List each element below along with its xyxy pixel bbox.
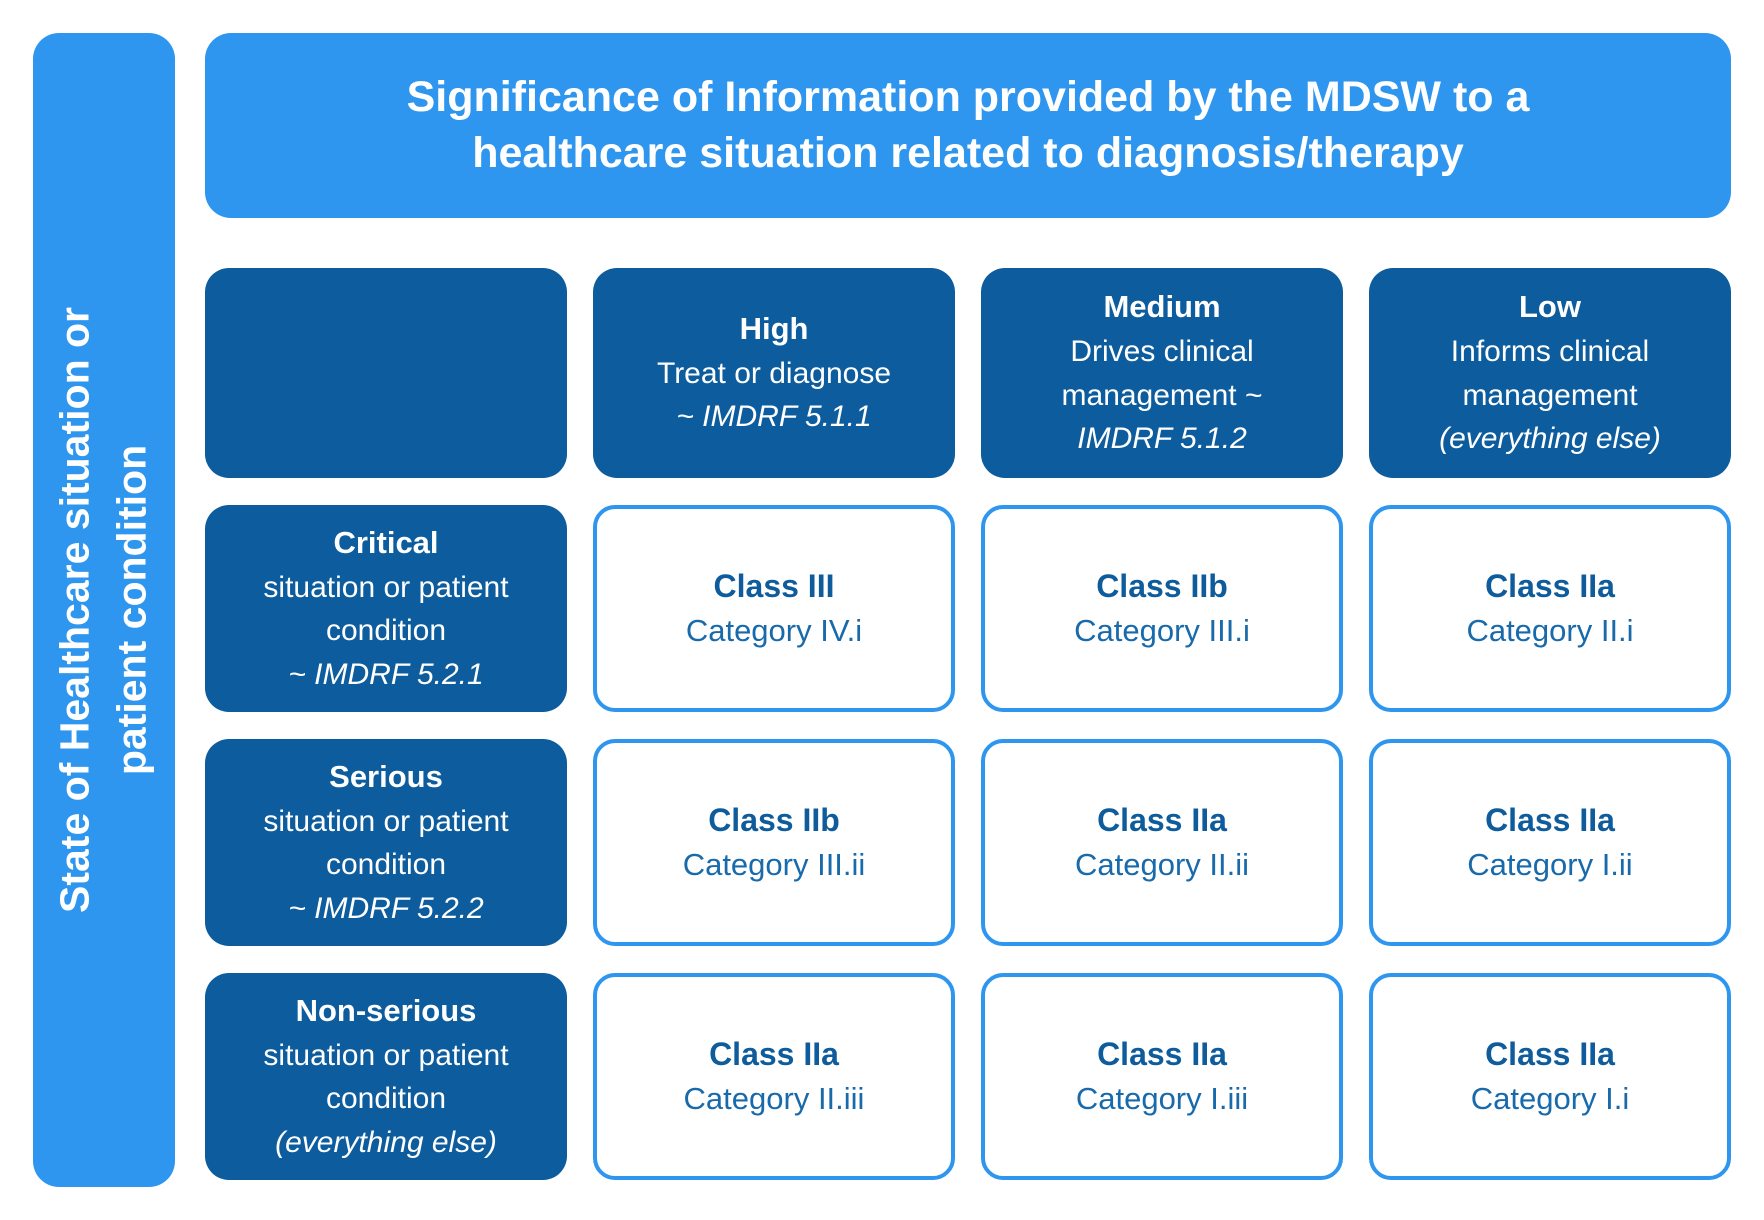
corner-cell (205, 268, 567, 478)
column-header-high: High Treat or diagnose ~ IMDRF 5.1.1 (593, 268, 955, 478)
column-title: Medium (1103, 289, 1221, 325)
category-label: Category I.iii (1075, 1081, 1249, 1117)
column-header-low: Low Informs clinical management (everyth… (1369, 268, 1731, 478)
left-axis-label-line2: patient condition (109, 444, 155, 776)
class-label: Class IIb (1096, 567, 1228, 604)
category-label: Category I.ii (1467, 847, 1633, 883)
column-note: IMDRF 5.1.2 (1077, 422, 1247, 456)
row-subtitle: situation or patient condition (263, 570, 509, 648)
category-label: Category IV.i (685, 613, 863, 649)
column-subtitle: Drives clinical management ~ (1061, 335, 1263, 412)
row-note: ~ IMDRF 5.2.1 (288, 657, 484, 691)
matrix-cell-nonserious-low: Class IIa Category I.i (1369, 973, 1731, 1180)
category-label: Category I.i (1470, 1081, 1630, 1117)
row-subtitle: situation or patient condition (263, 804, 509, 882)
class-label: Class IIa (1097, 1035, 1227, 1072)
row-subtitle: situation or patient condition (263, 1038, 509, 1116)
class-label: Class III (713, 567, 835, 604)
row-title: Serious (329, 758, 443, 794)
column-subtitle: Treat or diagnose (656, 356, 892, 390)
row-header-non-serious: Non-serious situation or patient conditi… (205, 973, 567, 1180)
class-label: Class IIa (709, 1035, 839, 1072)
matrix-cell-critical-medium: Class IIb Category III.i (981, 505, 1343, 712)
category-label: Category III.i (1074, 613, 1250, 649)
class-label: Class IIa (1485, 1035, 1615, 1072)
matrix-cell-serious-high: Class IIb Category III.ii (593, 739, 955, 946)
matrix-cell-critical-high: Class III Category IV.i (593, 505, 955, 712)
class-label: Class IIa (1485, 801, 1615, 838)
left-axis-bar: State of Healthcare situation or patient… (33, 33, 175, 1187)
matrix-title: Significance of Information provided by … (406, 72, 1530, 177)
left-axis-label: State of Healthcare situation or patient… (47, 307, 162, 913)
row-note: ~ IMDRF 5.2.2 (288, 891, 484, 925)
column-title: High (739, 311, 809, 347)
column-title: Low (1519, 289, 1581, 325)
category-label: Category II.ii (1074, 847, 1249, 883)
matrix-cell-nonserious-high: Class IIa Category II.iii (593, 973, 955, 1180)
class-label: Class IIa (1097, 801, 1227, 838)
left-axis-label-line1: State of Healthcare situation or (51, 306, 98, 914)
matrix-cell-serious-medium: Class IIa Category II.ii (981, 739, 1343, 946)
matrix-cell-nonserious-medium: Class IIa Category I.iii (981, 973, 1343, 1180)
column-header-medium: Medium Drives clinical management ~ IMDR… (981, 268, 1343, 478)
top-axis-bar: Significance of Information provided by … (205, 33, 1731, 218)
column-note: ~ IMDRF 5.1.1 (676, 400, 872, 434)
matrix-cell-critical-low: Class IIa Category II.i (1369, 505, 1731, 712)
matrix-cell-serious-low: Class IIa Category I.ii (1369, 739, 1731, 946)
class-label: Class IIb (708, 801, 840, 838)
class-label: Class IIa (1485, 567, 1615, 604)
matrix-panel: Significance of Information provided by … (205, 33, 1731, 1187)
row-title: Critical (333, 524, 439, 560)
column-note: (everything else) (1439, 422, 1661, 456)
category-label: Category III.ii (682, 847, 866, 883)
row-title: Non-serious (295, 992, 477, 1028)
classification-matrix: High Treat or diagnose ~ IMDRF 5.1.1 Med… (205, 268, 1731, 1180)
row-header-critical: Critical situation or patient condition … (205, 505, 567, 712)
row-note: (everything else) (275, 1125, 497, 1159)
category-label: Category II.iii (683, 1081, 865, 1117)
column-subtitle: Informs clinical management (1450, 335, 1650, 412)
category-label: Category II.i (1466, 613, 1634, 649)
row-header-serious: Serious situation or patient condition ~… (205, 739, 567, 946)
